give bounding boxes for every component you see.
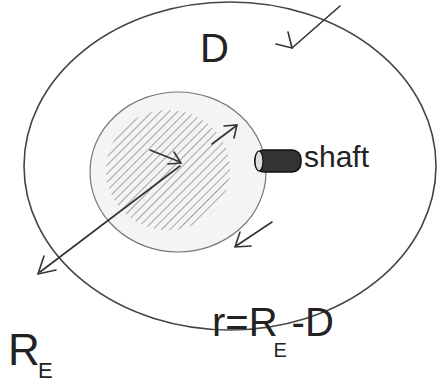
inner-sphere [90, 92, 266, 252]
arrowhead [168, 152, 181, 164]
leader-line [292, 6, 340, 48]
dimension-arrow [212, 126, 236, 144]
subscript-label: E [274, 340, 287, 360]
dimension-label: D [200, 28, 229, 68]
arrowhead [235, 232, 251, 247]
radius-line [40, 166, 180, 272]
radius-label: R [8, 328, 40, 372]
formula-label: r=R [212, 302, 278, 342]
subscript-label: E [38, 360, 53, 382]
dimension-arrow [150, 150, 180, 162]
formula-label: -D [292, 302, 334, 342]
leader-line [236, 222, 272, 246]
arrowhead [38, 256, 56, 274]
earth-surface [24, 2, 436, 330]
arrowhead [276, 32, 292, 48]
part-label: shaft [304, 142, 369, 172]
core-hatching [106, 110, 230, 230]
shaft-opening [255, 151, 263, 171]
arrowhead [224, 125, 237, 138]
shaft-symbol [255, 150, 301, 172]
